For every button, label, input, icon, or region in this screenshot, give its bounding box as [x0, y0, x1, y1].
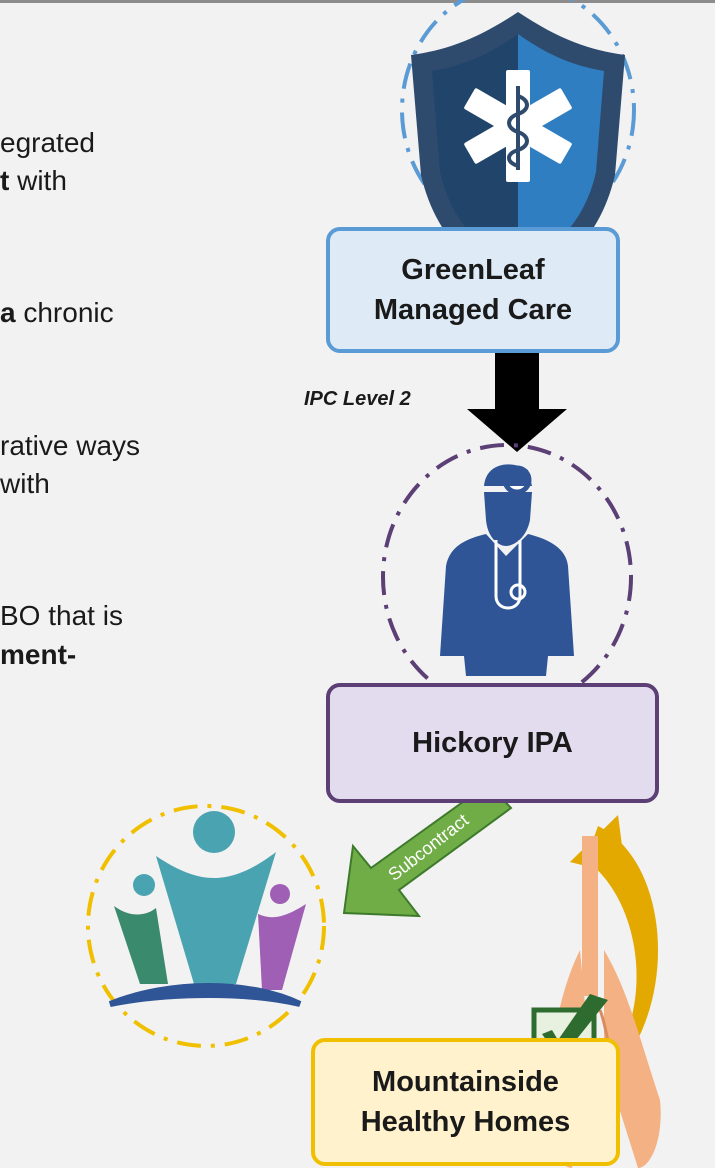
people-icon	[86, 804, 326, 1048]
subcontract-arrow: Subcontract	[342, 782, 513, 918]
body-text-line-7: ment-	[0, 639, 77, 670]
greenleaf-line2: Managed Care	[373, 294, 573, 326]
greenleaf-node[interactable]: GreenLeaf Managed Care	[326, 227, 620, 353]
top-divider	[0, 0, 715, 3]
body-text-line-6: BO that is	[0, 600, 123, 631]
body-text-line-1: egrated	[0, 127, 95, 158]
hickory-label: Hickory IPA	[412, 727, 573, 759]
ipc-arrow	[467, 353, 567, 452]
body-text-line-5: with	[0, 468, 50, 499]
doctor-icon	[381, 443, 633, 711]
body-text-line-2: t with	[0, 165, 67, 196]
hickory-node[interactable]: Hickory IPA	[326, 683, 659, 803]
shield-icon	[400, 0, 636, 292]
greenleaf-line1: GreenLeaf	[401, 254, 545, 286]
mountainside-node[interactable]: Mountainside Healthy Homes	[311, 1038, 620, 1166]
body-text-line-4: rative ways	[0, 430, 141, 461]
ipc-label: IPC Level 2	[304, 388, 411, 410]
mountainside-line2: Healthy Homes	[360, 1106, 571, 1138]
subcontract-label: Subcontract	[384, 810, 472, 885]
mountainside-line1: Mountainside	[372, 1066, 559, 1098]
body-text-line-3: a chronic	[0, 297, 114, 328]
